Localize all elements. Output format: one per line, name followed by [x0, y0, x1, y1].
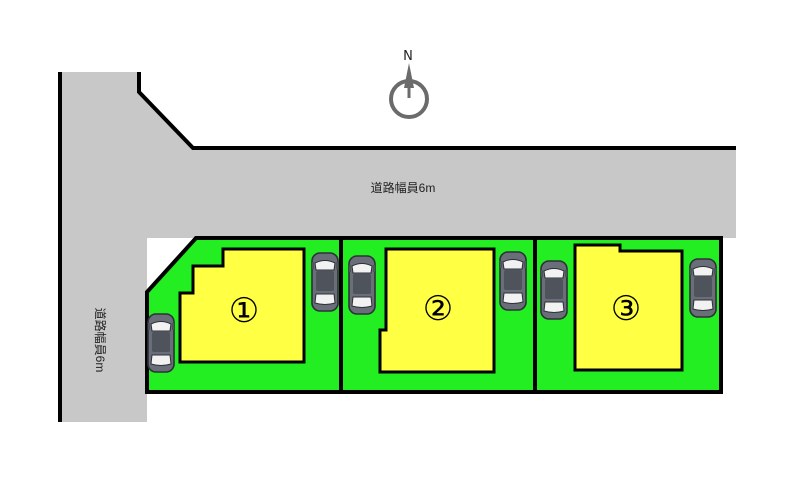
- car-icon: [499, 251, 527, 311]
- car-icon: [348, 255, 376, 315]
- car-icon: [147, 313, 175, 373]
- car-icon: [689, 258, 717, 318]
- lot-2-house: [378, 247, 496, 374]
- lot-3: ③: [533, 236, 723, 394]
- car-icon: [540, 260, 568, 320]
- lot-1-house: [178, 247, 306, 364]
- road-area: [58, 72, 736, 422]
- road-width-label-north: 道路幅員6m: [371, 180, 436, 195]
- lot-2: ②: [339, 236, 537, 394]
- north-arrow-icon: N: [389, 49, 429, 119]
- road-edge-north: [137, 72, 736, 150]
- road-width-label-west: 道路幅員6m: [93, 308, 108, 373]
- lot-1: ①: [145, 236, 343, 394]
- lot-2-number: ②: [423, 289, 453, 329]
- car-icon: [311, 252, 339, 312]
- lot-3-number: ③: [611, 289, 641, 329]
- lot-1-number: ①: [229, 291, 259, 331]
- lot-3-house: [573, 243, 684, 372]
- north-label: N: [403, 49, 413, 64]
